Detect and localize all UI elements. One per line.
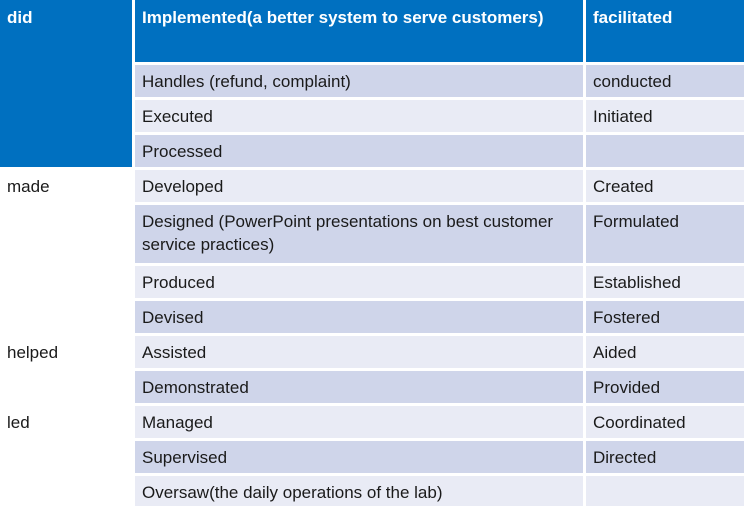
table-cell: Handles (refund, complaint) (135, 65, 583, 97)
table-cell: Produced (135, 266, 583, 298)
table-cell: Developed (135, 170, 583, 202)
table-cell: Directed (586, 441, 744, 473)
column-gap (583, 476, 586, 506)
row-gap (135, 473, 744, 476)
column-gap (583, 336, 586, 368)
row-gap (0, 167, 744, 170)
column-gap (583, 0, 586, 62)
table-cell: Demonstrated (135, 371, 583, 403)
row-gap (135, 97, 744, 100)
table-cell: conducted (586, 65, 744, 97)
table-cell: Aided (586, 336, 744, 368)
row-gap (0, 333, 744, 336)
table-cell: Processed (135, 135, 583, 167)
row-gap (0, 403, 744, 406)
table-cell: Managed (135, 406, 583, 438)
row-gap (135, 202, 744, 205)
row-gap (135, 132, 744, 135)
column-gap (583, 100, 586, 132)
table-cell: Supervised (135, 441, 583, 473)
table-cell: Coordinated (586, 406, 744, 438)
table-cell: Devised (135, 301, 583, 333)
verb-made: made (0, 170, 132, 336)
table-cell: Formulated (586, 205, 744, 263)
table-cell: Established (586, 266, 744, 298)
column-gap (583, 371, 586, 403)
column-gap (132, 0, 135, 202)
row-gap (135, 298, 744, 301)
verb-helped: helped (0, 336, 132, 406)
column-gap (583, 441, 586, 473)
column-gap (132, 406, 135, 506)
row-gap (135, 263, 744, 266)
column-gap (583, 135, 586, 167)
table-cell: Designed (PowerPoint presentations on be… (135, 205, 583, 263)
table-cell: Oversaw(the daily operations of the lab) (135, 476, 583, 506)
column-gap (583, 205, 586, 263)
column-gap (132, 170, 135, 336)
table-cell: Initiated (586, 100, 744, 132)
row-gap (135, 438, 744, 441)
column-gap (132, 336, 135, 406)
verb-led: led (0, 406, 132, 506)
column-gap (583, 170, 586, 202)
column-gap (583, 65, 586, 97)
column-gap (583, 301, 586, 333)
table-cell: Fostered (586, 301, 744, 333)
column-gap (583, 406, 586, 438)
table-cell (586, 135, 744, 167)
column-gap (583, 266, 586, 298)
header-implemented: Implemented(a better system to serve cus… (135, 0, 583, 62)
row-gap (135, 62, 744, 65)
table-cell: Assisted (135, 336, 583, 368)
row-gap (135, 368, 744, 371)
table-cell: Created (586, 170, 744, 202)
table-cell (586, 476, 744, 506)
header-facilitated: facilitated (586, 0, 744, 62)
table-cell: Provided (586, 371, 744, 403)
table-cell: Executed (135, 100, 583, 132)
